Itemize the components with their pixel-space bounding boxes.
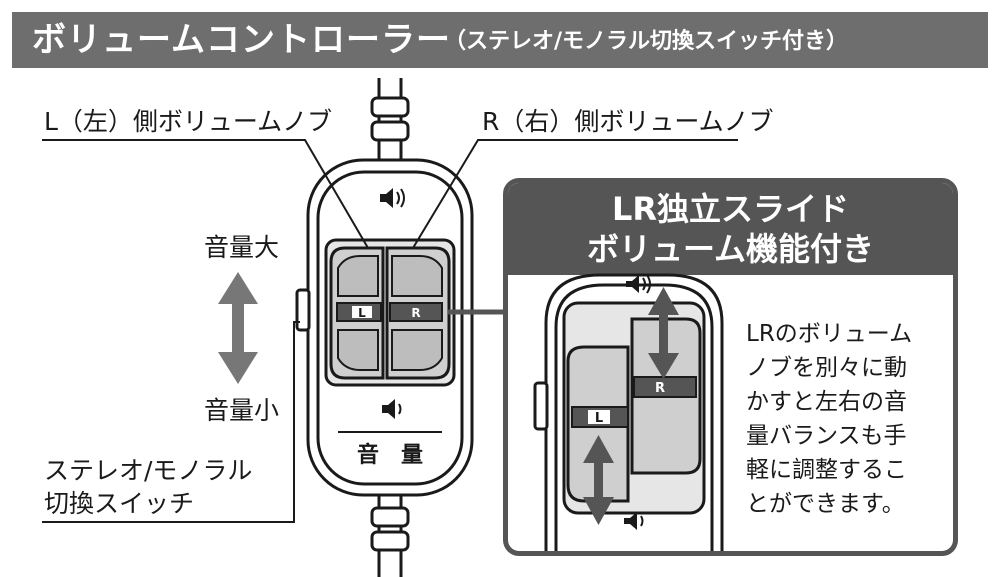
- cable-top: [370, 78, 410, 165]
- callout-speaker-quiet-icon: [624, 512, 644, 530]
- volume-down-label: 音量小: [204, 396, 280, 425]
- callout-zoom-illustration: L R: [533, 273, 724, 551]
- callout-title-line2: ボリューム機能付き: [586, 230, 875, 268]
- right-knob-tag: R: [411, 306, 420, 320]
- stereo-mono-switch[interactable]: [295, 288, 311, 332]
- callout-header: LR独立スライド ボリューム機能付き: [508, 183, 953, 275]
- callout-speaker-loud-icon: [626, 274, 651, 294]
- right-volume-knob[interactable]: R: [385, 246, 451, 380]
- switch-label-line2: 切換スイッチ: [44, 489, 195, 518]
- callout-title-line1: LR独立スライド: [611, 190, 850, 228]
- callout-right-tag: R: [655, 381, 665, 396]
- callout-panel: LR独立スライド ボリューム機能付き L R: [503, 178, 958, 556]
- callout-left-knob: L: [566, 345, 630, 503]
- left-knob-label: L（左）側ボリュームノブ: [44, 107, 333, 136]
- cable-bottom: [370, 490, 410, 577]
- volume-label: 音 量: [357, 442, 423, 468]
- right-knob-leader: [412, 139, 738, 249]
- controller-body: L R 音 量: [295, 158, 474, 497]
- speaker-loud-icon: [380, 188, 405, 208]
- volume-direction-arrow: [218, 272, 258, 384]
- left-volume-knob[interactable]: L: [329, 246, 385, 380]
- switch-label-line1: ステレオ/モノラル: [44, 456, 253, 485]
- page-title: ボリュームコントローラー: [32, 20, 451, 60]
- title-bar: ボリュームコントローラー （ステレオ/モノラル切換スイッチ付き）: [12, 12, 988, 68]
- callout-left-tag: L: [595, 411, 603, 426]
- callout-right-knob: R: [630, 317, 702, 475]
- switch-leader: [42, 321, 300, 523]
- right-knob-label: R（右）側ボリュームノブ: [482, 107, 774, 136]
- speaker-quiet-icon: [382, 399, 402, 419]
- left-knob-tag: L: [358, 306, 366, 320]
- left-knob-leader: [42, 139, 369, 249]
- callout-right-arrow: [648, 287, 679, 379]
- callout-left-arrow: [583, 435, 614, 525]
- callout-description: LRのボリューム ノブを別々に動 かすと左右の音 量バランスも手 軽に調整するこ…: [746, 321, 913, 517]
- page-subtitle: （ステレオ/モノラル切換スイッチ付き）: [444, 29, 849, 54]
- volume-up-label: 音量大: [204, 233, 280, 262]
